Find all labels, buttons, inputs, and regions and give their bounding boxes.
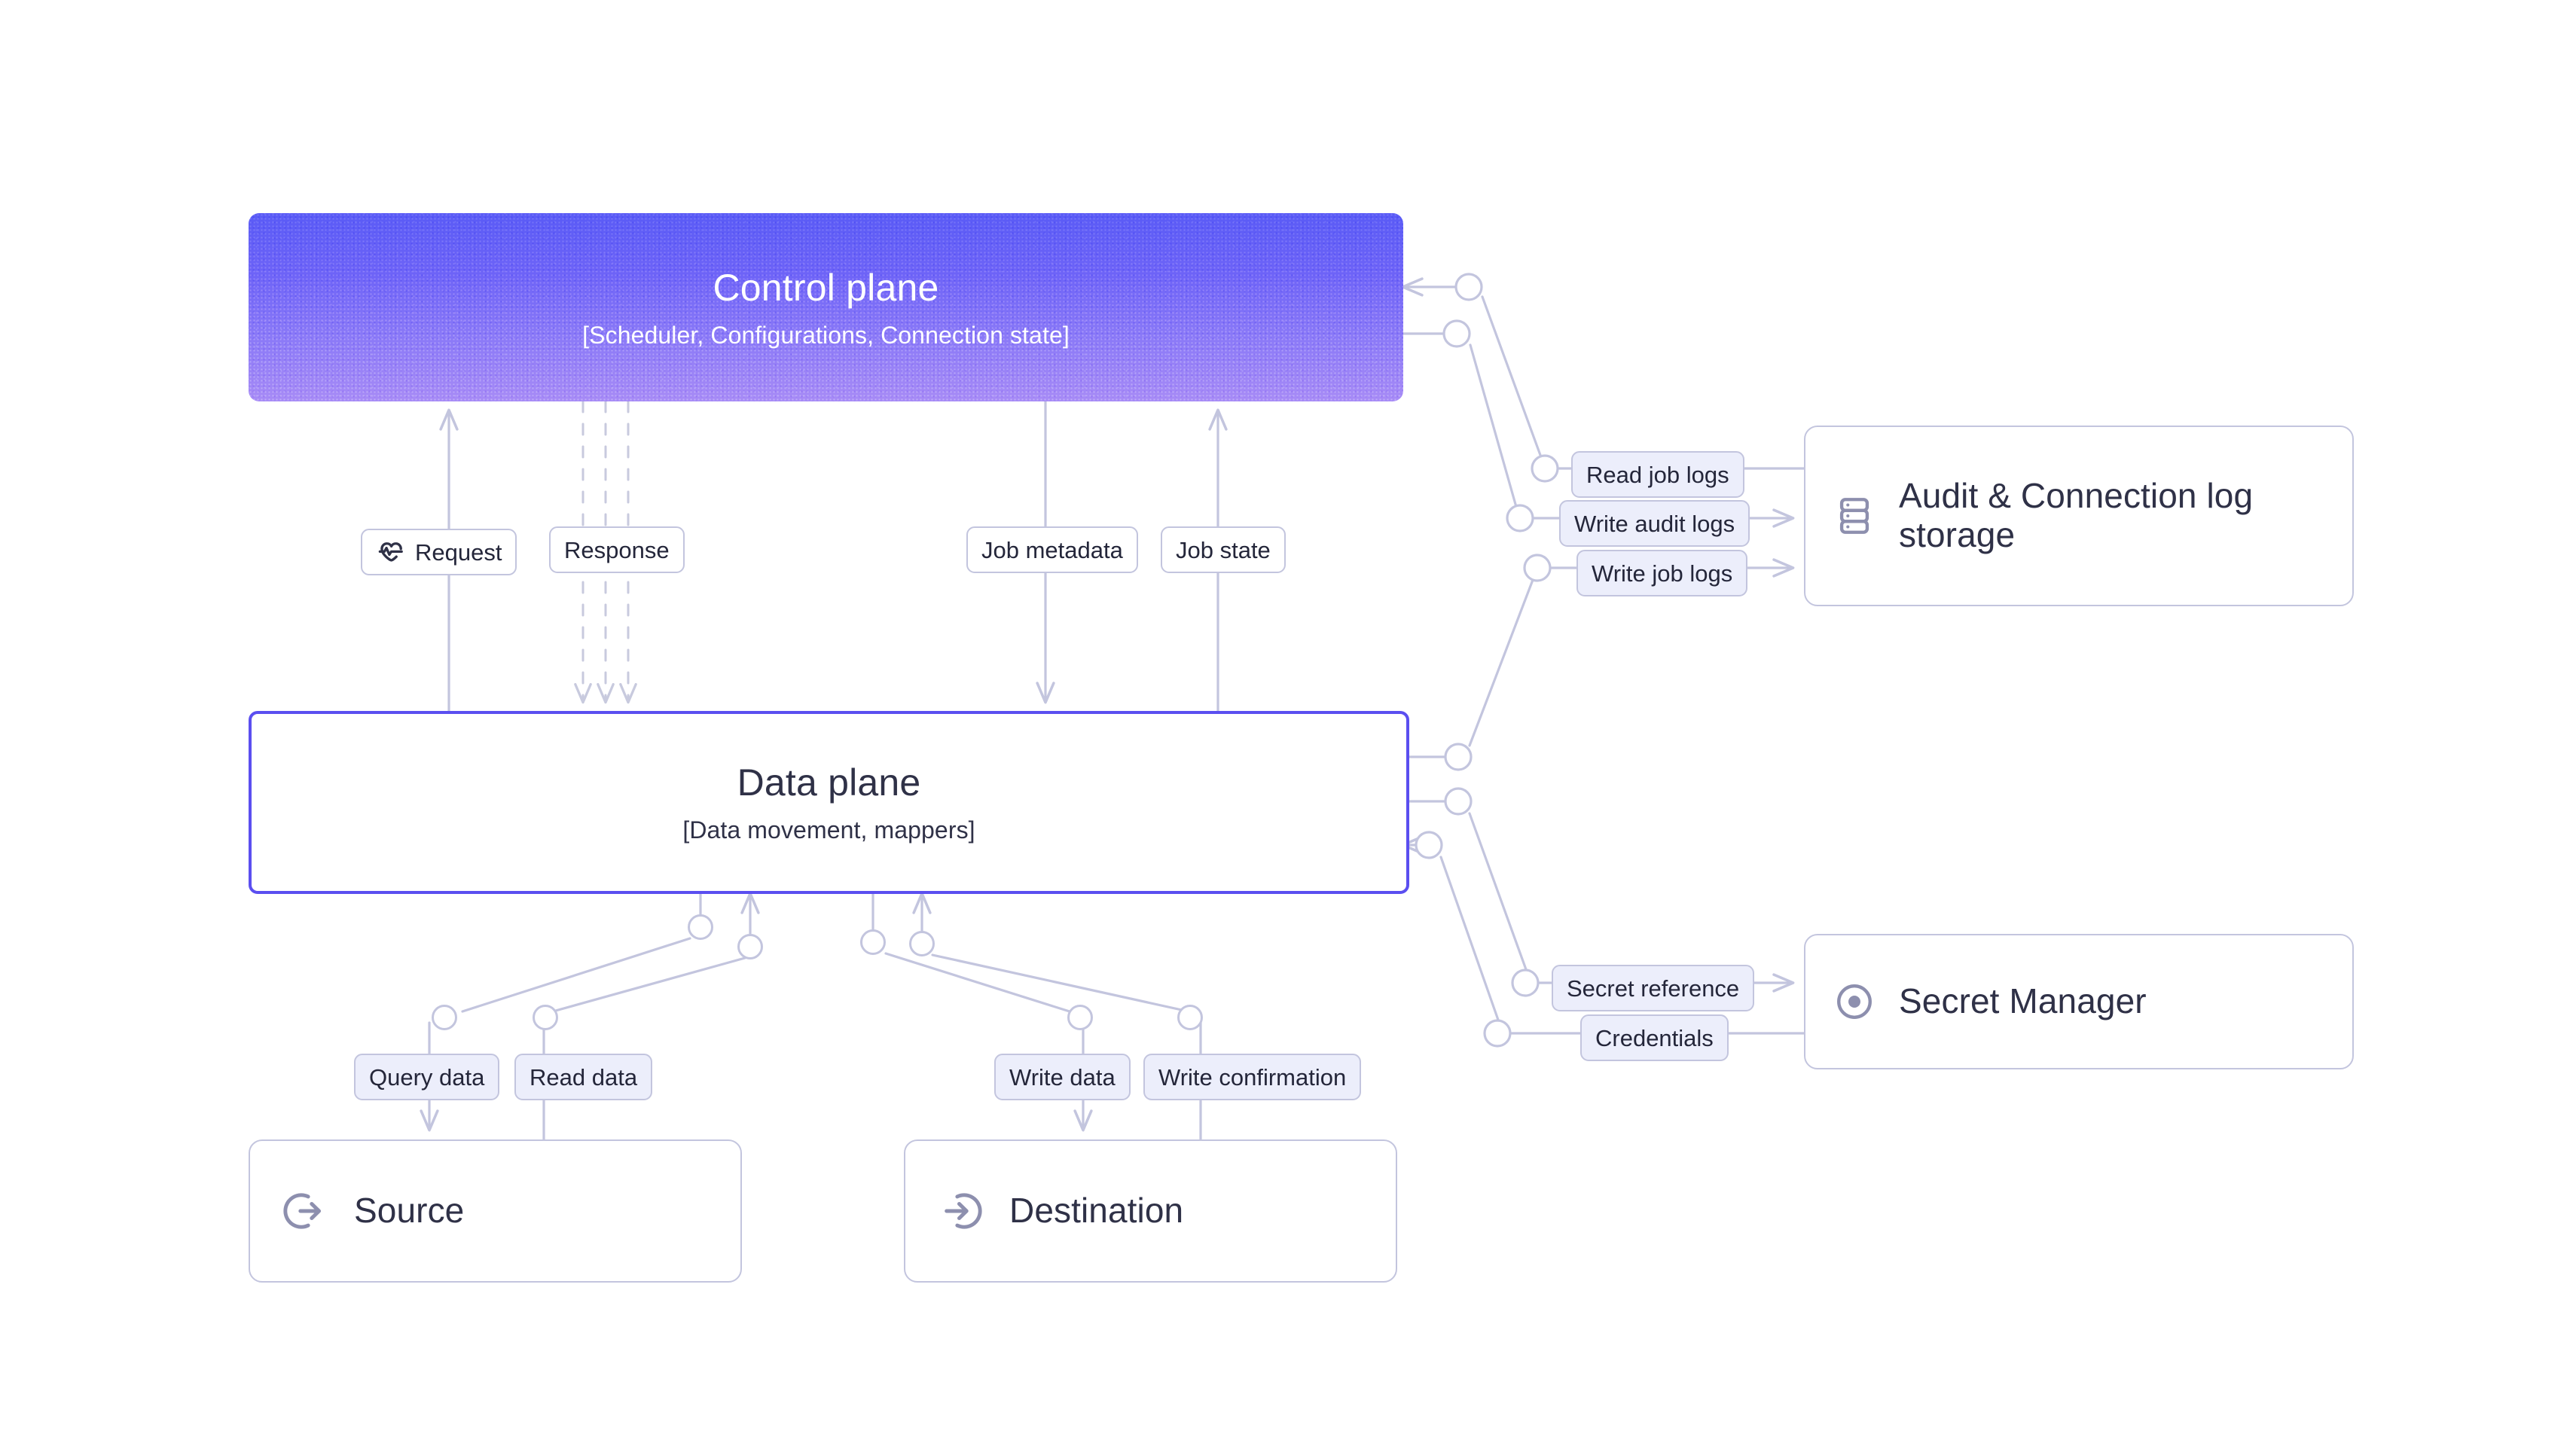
secret-manager-label: Secret Manager (1899, 981, 2147, 1021)
secret-manager-box[interactable]: Secret Manager (1804, 934, 2354, 1069)
edge-label-request[interactable]: Request (361, 529, 517, 575)
control-plane-title: Control plane (713, 266, 939, 309)
data-plane-subtitle: [Data movement, mappers] (682, 816, 975, 844)
source-label: Source (354, 1191, 465, 1231)
target-circle-icon (1837, 984, 1872, 1019)
edge-label-secret-reference-text: Secret reference (1567, 975, 1740, 1002)
destination-box[interactable]: Destination (904, 1139, 1397, 1283)
audit-log-storage-box[interactable]: Audit & Connection log storage (1804, 426, 2354, 606)
edge-label-read-data[interactable]: Read data (514, 1054, 653, 1100)
edge-label-response-text: Response (564, 536, 670, 563)
data-plane-box[interactable]: Data plane [Data movement, mappers] (249, 711, 1409, 894)
edge-label-write-job-logs-text: Write job logs (1592, 560, 1733, 587)
server-stack-icon (1839, 498, 1869, 534)
edge-label-query-data[interactable]: Query data (354, 1054, 500, 1100)
control-plane-subtitle: [Scheduler, Configurations, Connection s… (582, 321, 1070, 349)
edge-label-read-data-text: Read data (530, 1063, 638, 1091)
edge-label-job-state-text: Job state (1176, 536, 1271, 563)
log-out-icon (283, 1193, 322, 1229)
edge-label-job-metadata-text: Job metadata (981, 536, 1123, 563)
edge-label-response[interactable]: Response (549, 526, 685, 573)
edge-label-request-text: Request (415, 538, 502, 566)
edge-label-credentials-text: Credentials (1595, 1024, 1714, 1051)
activity-pulse-icon (378, 542, 403, 562)
edge-label-write-job-logs[interactable]: Write job logs (1576, 550, 1748, 596)
edge-label-read-job-logs-text: Read job logs (1586, 461, 1729, 488)
edge-label-write-data-text: Write data (1009, 1063, 1116, 1091)
edge-label-query-data-text: Query data (369, 1063, 485, 1091)
edge-label-write-data[interactable]: Write data (994, 1054, 1131, 1100)
control-plane-texture (249, 213, 1403, 401)
log-in-icon (945, 1193, 982, 1229)
audit-log-storage-label: Audit & Connection log storage (1899, 476, 2254, 554)
edge-label-write-audit-logs-text: Write audit logs (1574, 510, 1735, 537)
edge-label-job-metadata[interactable]: Job metadata (966, 526, 1138, 573)
source-box[interactable]: Source (249, 1139, 742, 1283)
edge-label-write-audit-logs[interactable]: Write audit logs (1559, 500, 1750, 547)
edge-label-write-confirmation-text: Write confirmation (1158, 1063, 1347, 1091)
destination-label: Destination (1009, 1191, 1184, 1231)
control-plane-box[interactable]: Control plane [Scheduler, Configurations… (249, 213, 1403, 401)
edge-label-credentials[interactable]: Credentials (1580, 1014, 1729, 1061)
edge-label-write-confirmation[interactable]: Write confirmation (1143, 1054, 1362, 1100)
edge-label-secret-reference[interactable]: Secret reference (1552, 965, 1755, 1011)
edge-label-read-job-logs[interactable]: Read job logs (1571, 451, 1744, 498)
data-plane-title: Data plane (737, 761, 921, 804)
edge-label-job-state[interactable]: Job state (1161, 526, 1286, 573)
